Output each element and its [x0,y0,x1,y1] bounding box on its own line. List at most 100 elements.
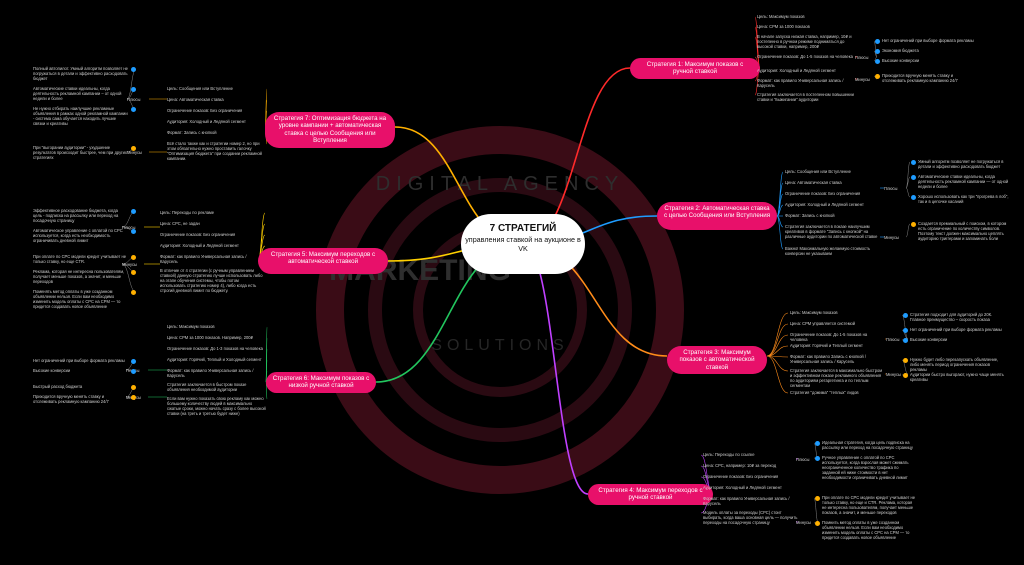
strategy-1-detail: Цель: Максимум показов [757,14,805,19]
strategy-2-detail: Ограничение показов: Без ограничения [785,191,861,196]
strategy-7-detail: Цель: Сообщения или Вступление [167,86,233,91]
strategy-4-detail: Модель оплаты за переходы (CPC) стоит вы… [703,510,798,525]
strategy-3-plus-item: Нет ограничений при выборе формата рекла… [910,327,1002,332]
strategy-2-plus-item: Автоматические ставки идеальны, когда де… [918,174,1009,189]
strategy-6-detail: Если вам нужно показать свою рекламу как… [167,396,266,416]
strategy-2-detail: Цель: Сообщения или Вступление [785,169,851,174]
strategy-1-plus-item: Нет ограничений при выборе формата рекла… [882,38,974,43]
strategy-2-plus-item: Хорошо использовать как три "прогрева в … [918,194,1009,204]
minus-marker [814,495,820,501]
strategy-1-plus-item: Высокие конверсии [882,58,920,63]
strategy-5-detail: Ограничение показов: Без ограничения [160,232,236,237]
strategy-6-plus-item: Нет ограничений при выборе формата рекла… [33,358,125,363]
strategy-1-plus-item: Экономия бюджета [882,48,919,53]
strategy-4-plus-item: Идеальная стратегия, когда цель подписка… [822,440,913,450]
connector-detail [766,312,789,357]
strategy-3-detail: Цена: CPM управляется системой [790,321,856,326]
strategy-5-detail: Аудитория: Холодный и Ледяной сегмент [160,243,239,248]
strategy-4-detail: Ограничение показов: Без ограничения [703,474,779,479]
strategy-6-plus-item: Высокие конверсии [33,368,71,373]
strategy-6-minus-item: Приходится вручную менять ставку и отсле… [33,394,109,404]
strategy-node-2[interactable]: Стратегия 2: Автоматическая ставка с цел… [657,202,777,230]
strategy-7-detail: Формат: Запись с кнопкой [167,130,217,135]
connector-detail [776,204,784,217]
plus-marker [902,337,908,343]
minus-marker [130,145,136,151]
strategy-6-detail: Аудитория: Горячий, Теплый и Холодный се… [167,357,262,362]
plus-marker [874,58,880,64]
strategy-3-plus-item: Стратегия подходит для аудиторий до 20К.… [910,312,993,322]
strategy-1-detail: Формат: как правило Универсальная запись… [757,78,844,88]
connector-item [905,161,911,189]
plus-marker [130,228,136,234]
strategy-1-minus-label: Минусы [855,77,870,82]
plus-marker [874,48,880,54]
strategy-2-plus-label: Плюсы [884,186,898,191]
strategy-2-detail: Важно! Максимальную желаемую стоимость к… [785,246,871,256]
plus-marker [130,106,136,112]
strategy-node-5[interactable]: Стратегия 5: Максимум переходов с автома… [258,248,388,274]
strategy-2-detail: Стратегия заключается в показе наилучшим… [785,224,878,239]
strategy-7-plus-label: Плюсы [127,97,141,102]
strategy-6-detail: Цель: Максимум показов [167,324,215,329]
connector-item [905,176,911,189]
strategy-6-detail: Стратегия заключается в быстром показе о… [167,382,247,392]
strategy-4-plus-item: Ручное управление с оплатой по CPC испол… [822,455,909,480]
strategy-7-minus-label: Минусы [127,150,142,155]
plus-marker [130,66,136,72]
strategy-1-detail: Стратегия заключается в постепенном повы… [757,92,854,102]
strategy-4-minus-item: Помнить метод оплаты в уже созданном объ… [822,520,910,540]
plus-marker [814,440,820,446]
strategy-3-minus-item: Аудитории быстро выгорают, нужно чаще ме… [910,372,1004,382]
connector-detail [766,355,789,372]
strategy-1-detail: Ограничение показов: До 1-5 показов на ч… [757,54,853,59]
strategy-1-plus-label: Плюсы [855,55,869,60]
plus-marker [902,327,908,333]
strategy-node-3[interactable]: Стратегия 3: Максимум показов с автомати… [667,346,767,375]
minus-marker [814,520,820,526]
plus-marker [910,174,916,180]
central-topic[interactable]: 7 СТРАТЕГИЙ управления ставкой на аукцио… [461,214,585,274]
strategy-5-detail: Формат: как правило Универсальная запись… [160,254,247,264]
strategy-3-detail: Формат: как правило Запись с кнопкой / У… [790,354,866,364]
minus-marker [130,384,136,390]
plus-marker [910,194,916,200]
strategy-5-detail: Цель: Переходы по рекламе [160,210,215,215]
strategy-5-plus-item: Эффективное расходование бюджета, когда … [33,208,119,223]
strategy-7-plus-item: Не нужно отбирать наилучшие рекламные об… [33,106,128,126]
strategy-1-detail: В начале запуска низкая ставка, например… [757,34,852,49]
plus-marker [130,368,136,374]
strategy-3-detail: Аудитория: Горячий и Теплый сегмент [790,343,863,348]
minus-marker [902,357,908,363]
strategy-5-minus-label: Минусы [122,262,137,267]
strategy-node-6[interactable]: Стратегия 6: Максимум показов с низкой р… [266,372,376,393]
strategy-3-detail: Стратегия заключается в максимально быст… [790,368,883,388]
strategy-2-minus-label: Минусы [884,235,899,240]
strategy-2-detail: Цена: Автоматическая ставка [785,180,842,185]
plus-marker [814,455,820,461]
strategy-3-plus-label: Плюсы [886,337,900,342]
strategy-4-detail: Формат: как правило Универсальная запись… [703,496,790,506]
strategy-node-1[interactable]: Стратегия 1: Максимум показов с ручной с… [630,58,760,79]
connector-detail [766,323,789,357]
strategy-node-7[interactable]: Стратегия 7: Оптимизация бюджета на уров… [265,112,395,148]
strategy-7-detail: Всё стало также как и стратегии номер 2,… [167,141,262,161]
minus-marker [874,73,880,79]
watermark-logo: DIGITAL AGENCY MARKETING SOLUTIONS [316,126,684,494]
minus-marker [902,372,908,378]
strategy-3-detail: Цель: Максимум показов [790,310,838,315]
strategy-7-detail: Аудитория: Холодный и Ледяной сегмент [167,119,246,124]
connector-item [905,223,911,238]
strategy-5-minus-item: При оплате по CPC модели кредит учитывае… [33,254,127,264]
strategy-5-minus-item: Реклама, которая не интересна пользовате… [33,269,125,284]
strategy-6-plus-label: Плюсы [126,368,148,373]
strategy-4-minus-item: При оплате по CPC модели кредит учитывае… [822,495,916,515]
strategy-node-4[interactable]: Стратегия 4: Максимум переходов с ручной… [588,484,713,505]
strategy-5-detail: В отличие от 4 стратегии (с ручным управ… [160,268,263,293]
strategy-7-detail: Ограничение показов: Без ограничения [167,108,243,113]
watermark-line3: SOLUTIONS [431,337,568,354]
strategy-1-detail: Аудитория: Холодный и Ледяной сегмент [757,68,836,73]
connector-strategy-4 [522,243,589,495]
minus-marker [130,254,136,260]
